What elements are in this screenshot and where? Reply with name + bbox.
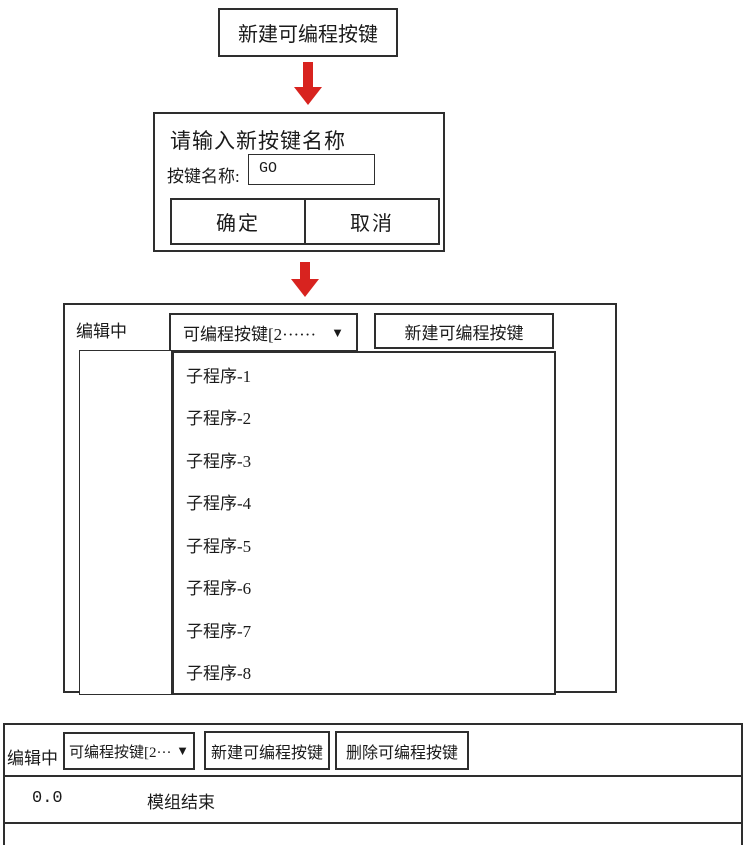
new-programmable-key-node-label: 新建可编程按键 xyxy=(238,24,378,46)
subroutine-option[interactable]: 子程序-1 xyxy=(186,366,252,386)
subroutine-option[interactable]: 子程序-8 xyxy=(186,664,252,684)
subroutine-option[interactable]: 子程序-5 xyxy=(186,536,252,556)
key-name-input[interactable]: GO xyxy=(248,154,375,185)
program-line-number: 0.0 xyxy=(32,789,63,808)
editor-screen: 编辑中 可编程按键[2······ ▼ 新建可编程按键 子程序-1 子程序-2 … xyxy=(63,303,617,695)
row-divider xyxy=(5,822,741,824)
subroutine-option[interactable]: 子程序-3 xyxy=(186,451,252,471)
row-divider xyxy=(5,775,741,777)
arrow-head-icon xyxy=(291,279,319,297)
programmable-key-dropdown[interactable]: 可编程按键[2··· ▼ xyxy=(63,732,195,770)
programmable-key-dropdown-value: 可编程按键[2······ xyxy=(183,325,317,344)
editing-status-label: 编辑中 xyxy=(76,322,127,341)
delete-programmable-key-button[interactable]: 删除可编程按键 xyxy=(335,731,469,770)
subroutine-option[interactable]: 子程序-4 xyxy=(186,494,252,514)
arrow-head-icon xyxy=(294,87,322,105)
ok-button[interactable]: 确定 xyxy=(172,200,306,243)
program-line-text: 模组结束 xyxy=(147,793,215,812)
flow-down-arrow-2 xyxy=(291,262,319,297)
flow-down-arrow-1 xyxy=(294,62,322,105)
program-list-empty-box xyxy=(79,350,172,695)
new-programmable-key-node[interactable]: 新建可编程按键 xyxy=(218,8,398,57)
key-name-label: 按键名称: xyxy=(167,167,240,186)
editing-status-label: 编辑中 xyxy=(7,749,58,768)
programmable-key-dropdown-value: 可编程按键[2··· xyxy=(69,744,172,761)
subroutine-option[interactable]: 子程序-2 xyxy=(186,409,252,429)
new-programmable-key-button[interactable]: 新建可编程按键 xyxy=(374,313,554,349)
chevron-down-icon: ▼ xyxy=(331,324,344,340)
subroutine-dropdown-list: 子程序-1 子程序-2 子程序-3 子程序-4 子程序-5 子程序-6 子程序-… xyxy=(172,351,556,695)
programmable-key-dropdown[interactable]: 可编程按键[2······ ▼ xyxy=(169,313,358,352)
chevron-down-icon: ▼ xyxy=(176,743,189,758)
arrow-shaft xyxy=(300,262,310,279)
subroutine-option[interactable]: 子程序-7 xyxy=(186,621,252,641)
dialog-button-row: 确定 取消 xyxy=(170,198,440,245)
new-key-name-dialog: 请输入新按键名称 按键名称: GO 确定 取消 xyxy=(153,112,445,252)
subroutine-option[interactable]: 子程序-6 xyxy=(186,579,252,599)
new-programmable-key-button[interactable]: 新建可编程按键 xyxy=(204,731,330,770)
editor-toolbar-screen: 编辑中 可编程按键[2··· ▼ 新建可编程按键 删除可编程按键 0.0 模组结… xyxy=(3,723,743,845)
dialog-title: 请输入新按键名称 xyxy=(170,129,346,153)
arrow-shaft xyxy=(303,62,313,87)
cancel-button[interactable]: 取消 xyxy=(350,213,394,235)
